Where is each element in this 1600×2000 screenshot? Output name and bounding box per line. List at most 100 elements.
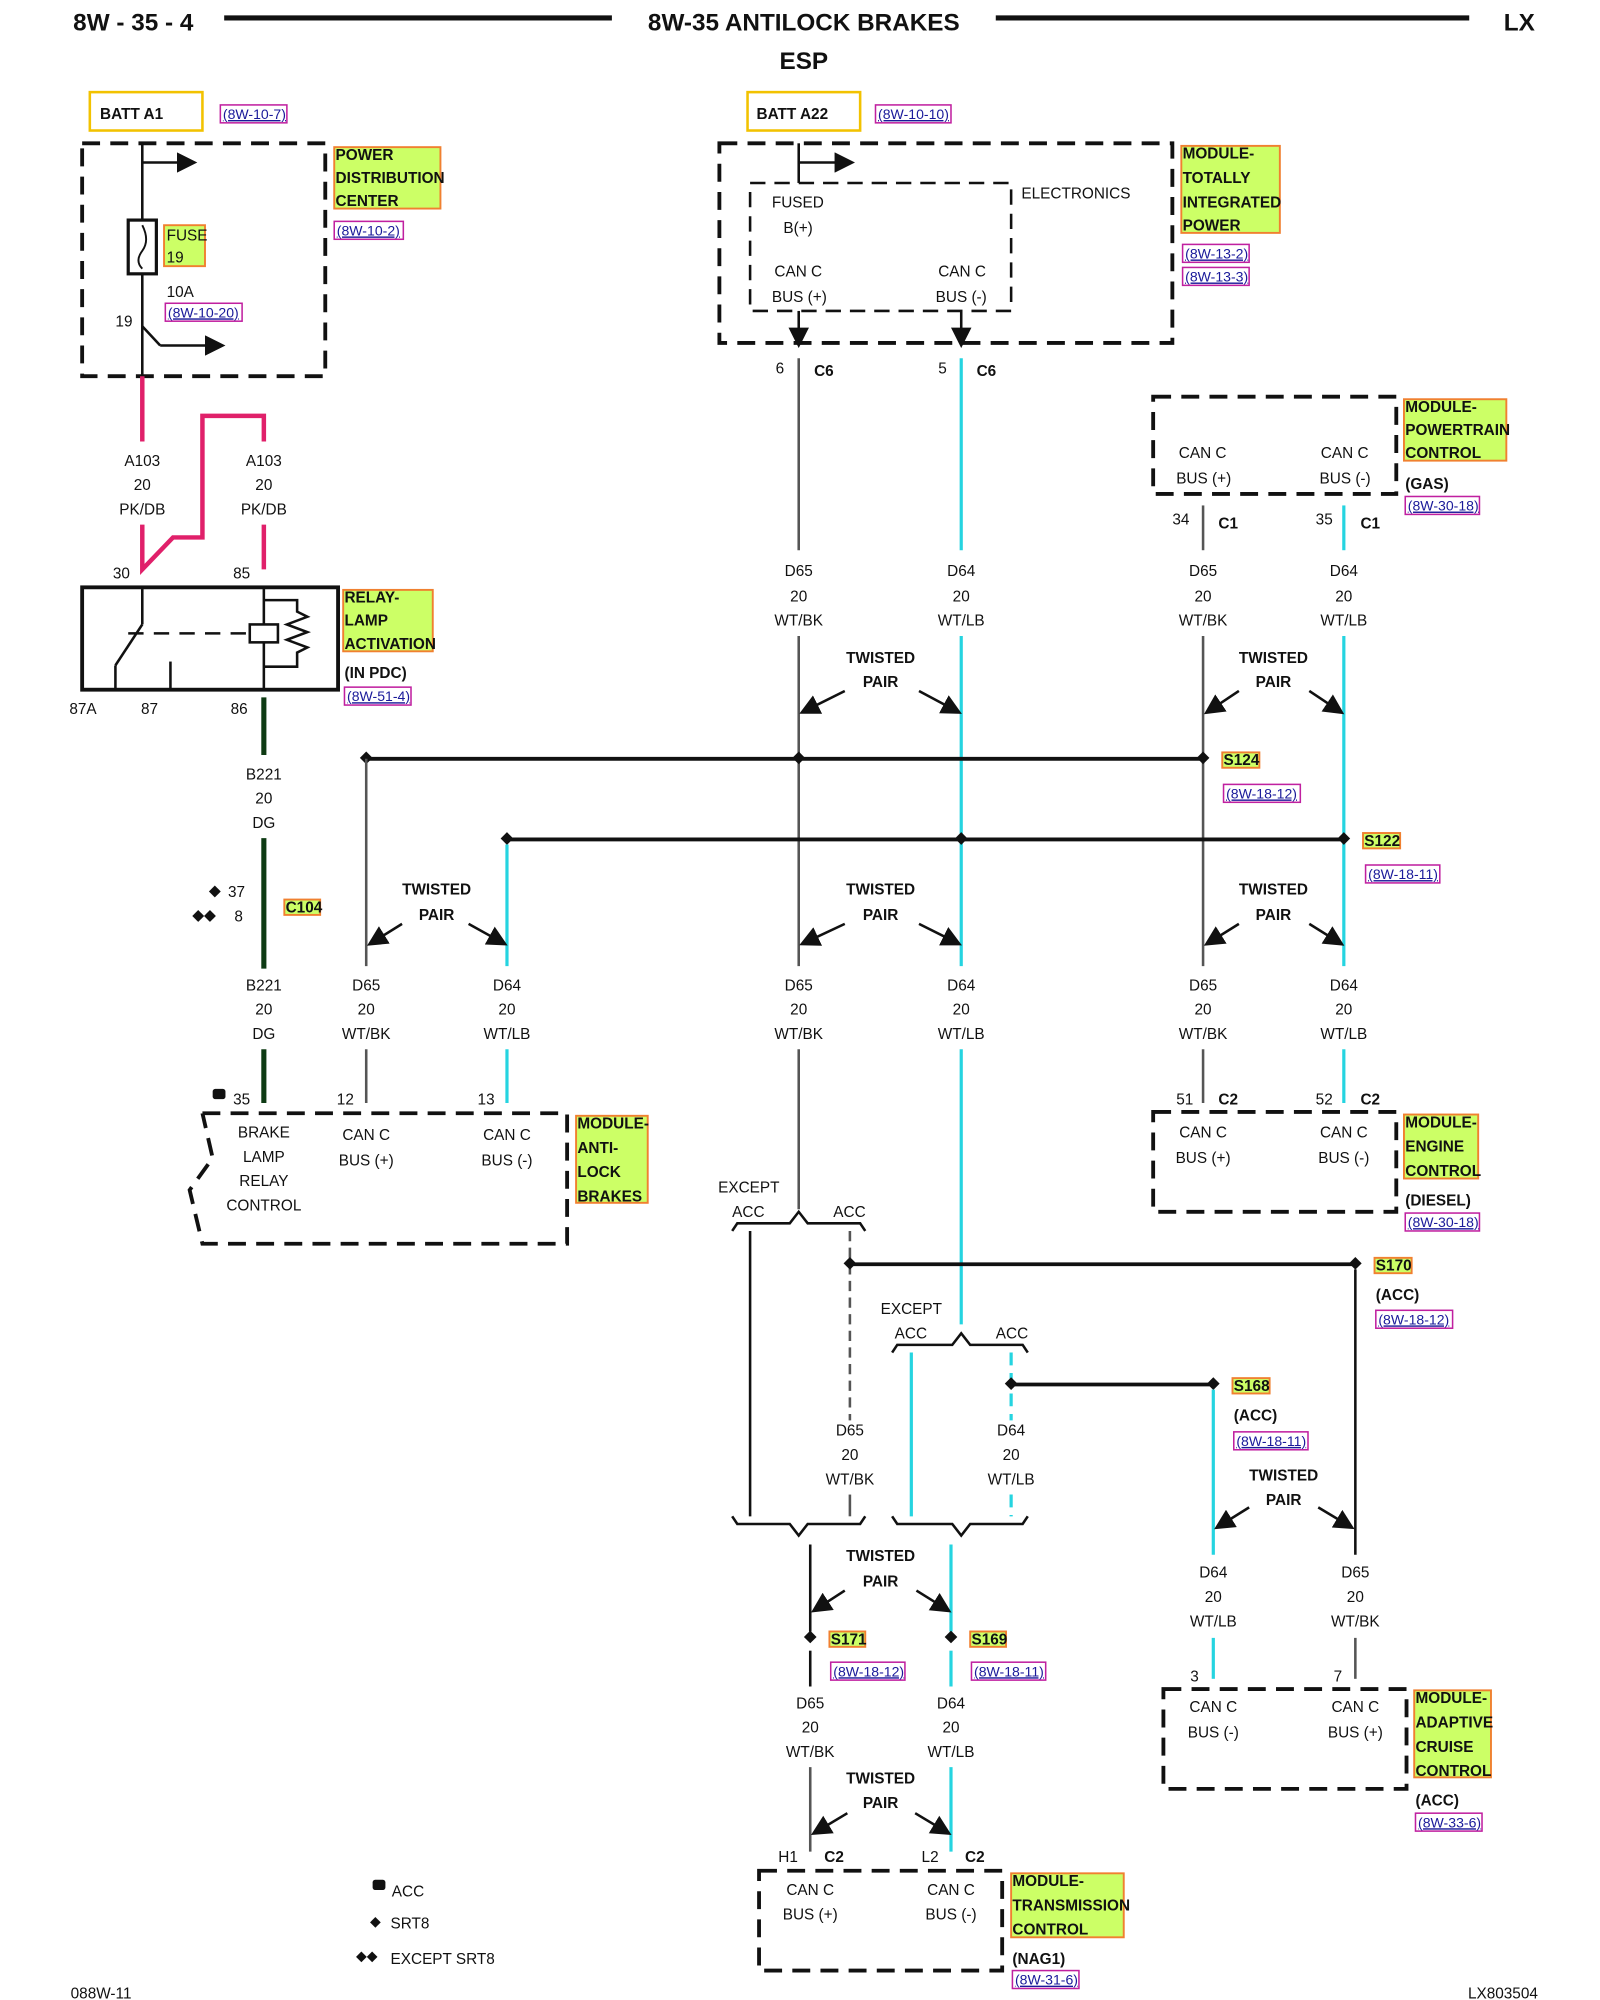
svg-text:EXCEPT: EXCEPT bbox=[881, 1301, 943, 1318]
ref-8w-30-18-gas[interactable]: (8W-30-18) bbox=[1404, 495, 1481, 516]
svg-text:LAMP: LAMP bbox=[344, 613, 387, 630]
ref-8w-31-6[interactable]: (8W-31-6) bbox=[1011, 1969, 1080, 1990]
ref-8w-10-20[interactable]: (8W-10-20) bbox=[164, 302, 243, 322]
svg-text:BUS (+): BUS (+) bbox=[1328, 1725, 1383, 1742]
ref-s168[interactable]: (8W-18-11) bbox=[1233, 1431, 1309, 1451]
splice-s170[interactable]: S170 bbox=[1373, 1256, 1413, 1275]
svg-text:ELECTRONICS: ELECTRONICS bbox=[1021, 185, 1130, 202]
batt-a22-source: BATT A22 bbox=[746, 90, 862, 132]
svg-text:20: 20 bbox=[1335, 1002, 1352, 1019]
ref-s122[interactable]: (8W-18-11) bbox=[1364, 864, 1441, 884]
svg-text:S122: S122 bbox=[1364, 833, 1400, 850]
diamond-icon: ◆ bbox=[209, 883, 221, 900]
svg-text:20: 20 bbox=[841, 1447, 858, 1464]
svg-text:37: 37 bbox=[228, 884, 245, 901]
svg-text:INTEGRATED: INTEGRATED bbox=[1183, 194, 1282, 211]
svg-text:POWER: POWER bbox=[1183, 217, 1241, 234]
svg-text:CONTROL: CONTROL bbox=[1415, 1763, 1491, 1780]
splice-s169[interactable]: S169 bbox=[969, 1630, 1007, 1648]
svg-text:(8W-10-20): (8W-10-20) bbox=[168, 304, 239, 320]
svg-text:TWISTED: TWISTED bbox=[846, 1548, 915, 1565]
svg-text:(8W-31-6): (8W-31-6) bbox=[1015, 1972, 1078, 1988]
model-code: LX bbox=[1504, 10, 1535, 37]
svg-text:TWISTED: TWISTED bbox=[1249, 1467, 1318, 1484]
svg-text:(8W-18-12): (8W-18-12) bbox=[1378, 1311, 1449, 1327]
svg-text:D64: D64 bbox=[947, 977, 976, 994]
svg-text:20: 20 bbox=[1347, 1589, 1364, 1606]
svg-text:DISTRIBUTION: DISTRIBUTION bbox=[336, 170, 445, 187]
double-diamond-icon: ◆◆ bbox=[356, 1947, 378, 1963]
ref-8w-10-7[interactable]: (8W-10-7) bbox=[219, 104, 288, 124]
svg-text:WT/LB: WT/LB bbox=[1320, 1026, 1367, 1043]
tcm-label: MODULE- TRANSMISSION CONTROL bbox=[1010, 1872, 1130, 1939]
svg-text:BUS (-): BUS (-) bbox=[481, 1153, 532, 1170]
svg-text:20: 20 bbox=[953, 1002, 970, 1019]
svg-text:A103: A103 bbox=[246, 453, 282, 470]
svg-text:WT/LB: WT/LB bbox=[1190, 1613, 1237, 1630]
svg-text:34: 34 bbox=[1172, 512, 1190, 529]
svg-text:BUS (+): BUS (+) bbox=[1176, 471, 1231, 488]
svg-text:20: 20 bbox=[134, 477, 151, 494]
svg-text:(ACC): (ACC) bbox=[1376, 1287, 1419, 1304]
abs-box bbox=[187, 1111, 570, 1246]
svg-text:(8W-18-11): (8W-18-11) bbox=[974, 1663, 1044, 1679]
connector-c104[interactable]: C104 bbox=[283, 898, 323, 916]
splice-s168[interactable]: S168 bbox=[1231, 1377, 1271, 1395]
relay-pin-85: 85 bbox=[233, 565, 250, 582]
svg-text:POWERTRAIN: POWERTRAIN bbox=[1405, 422, 1510, 439]
ref-s171[interactable]: (8W-18-12) bbox=[829, 1661, 906, 1681]
abs-label: MODULE- ANTI- LOCK BRAKES bbox=[575, 1114, 649, 1206]
svg-text:S170: S170 bbox=[1376, 1258, 1412, 1275]
ref-8w-33-6[interactable]: (8W-33-6) bbox=[1414, 1812, 1483, 1832]
ref-s124[interactable]: (8W-18-12) bbox=[1222, 783, 1302, 804]
fuse-19-label: FUSE 19 bbox=[163, 224, 208, 268]
splice-s124[interactable]: S124 bbox=[1221, 751, 1261, 769]
svg-text:PAIR: PAIR bbox=[1256, 907, 1292, 924]
footer-right-code: LX803504 bbox=[1468, 1986, 1538, 2000]
svg-text:BUS (+): BUS (+) bbox=[1176, 1150, 1231, 1167]
svg-text:H1: H1 bbox=[778, 1849, 798, 1866]
svg-text:MODULE-: MODULE- bbox=[1012, 1873, 1084, 1890]
ref-8w-30-18-diesel[interactable]: (8W-30-18) bbox=[1404, 1212, 1481, 1232]
svg-text:CAN C: CAN C bbox=[1179, 445, 1227, 462]
svg-text:52: 52 bbox=[1316, 1091, 1333, 1108]
svg-text:MODULE-: MODULE- bbox=[1183, 146, 1255, 163]
svg-text:DG: DG bbox=[252, 1026, 275, 1043]
svg-text:CAN C: CAN C bbox=[786, 1882, 834, 1899]
svg-text:TWISTED: TWISTED bbox=[1239, 881, 1308, 898]
svg-text:(8W-33-6): (8W-33-6) bbox=[1418, 1814, 1481, 1830]
ref-s170[interactable]: (8W-18-12) bbox=[1375, 1309, 1454, 1329]
svg-text:20: 20 bbox=[942, 1720, 959, 1737]
ref-8w-13-3[interactable]: (8W-13-3) bbox=[1181, 266, 1250, 287]
svg-text:B(+): B(+) bbox=[783, 220, 812, 237]
svg-text:ACC: ACC bbox=[833, 1204, 865, 1221]
pdc-label: POWER DISTRIBUTION CENTER bbox=[333, 146, 445, 210]
svg-text:20: 20 bbox=[255, 791, 272, 808]
svg-text:WT/LB: WT/LB bbox=[484, 1026, 531, 1043]
wire-a103-jumper[interactable] bbox=[140, 413, 267, 575]
svg-text:B221: B221 bbox=[246, 977, 282, 994]
brace-except-acc-bottom bbox=[731, 1515, 867, 1538]
svg-text:D65: D65 bbox=[796, 1695, 824, 1712]
ref-s169[interactable]: (8W-18-11) bbox=[970, 1661, 1047, 1681]
svg-text:TWISTED: TWISTED bbox=[846, 650, 915, 667]
ref-8w-13-2[interactable]: (8W-13-2) bbox=[1181, 243, 1250, 264]
svg-text:6: 6 bbox=[776, 361, 785, 378]
svg-text:D65: D65 bbox=[836, 1423, 864, 1440]
svg-text:C2: C2 bbox=[1218, 1091, 1238, 1108]
relay-pin-30: 30 bbox=[113, 565, 130, 582]
page-id: 8W - 35 - 4 bbox=[73, 10, 194, 37]
ref-8w-10-2[interactable]: (8W-10-2) bbox=[333, 220, 405, 241]
svg-text:20: 20 bbox=[255, 477, 272, 494]
ref-8w-10-10[interactable]: (8W-10-10) bbox=[874, 104, 952, 124]
svg-text:D65: D65 bbox=[352, 977, 380, 994]
pcm-label: MODULE- POWERTRAIN CONTROL bbox=[1403, 398, 1510, 462]
svg-text:D64: D64 bbox=[1199, 1565, 1228, 1582]
splice-s171[interactable]: S171 bbox=[828, 1630, 867, 1648]
splice-s122[interactable]: S122 bbox=[1362, 832, 1402, 850]
svg-text:(8W-30-18): (8W-30-18) bbox=[1408, 1214, 1479, 1230]
svg-text:BUS (-): BUS (-) bbox=[1320, 471, 1371, 488]
ref-8w-51-4[interactable]: (8W-51-4) bbox=[343, 686, 412, 706]
svg-text:(NAG1): (NAG1) bbox=[1012, 1951, 1065, 1968]
